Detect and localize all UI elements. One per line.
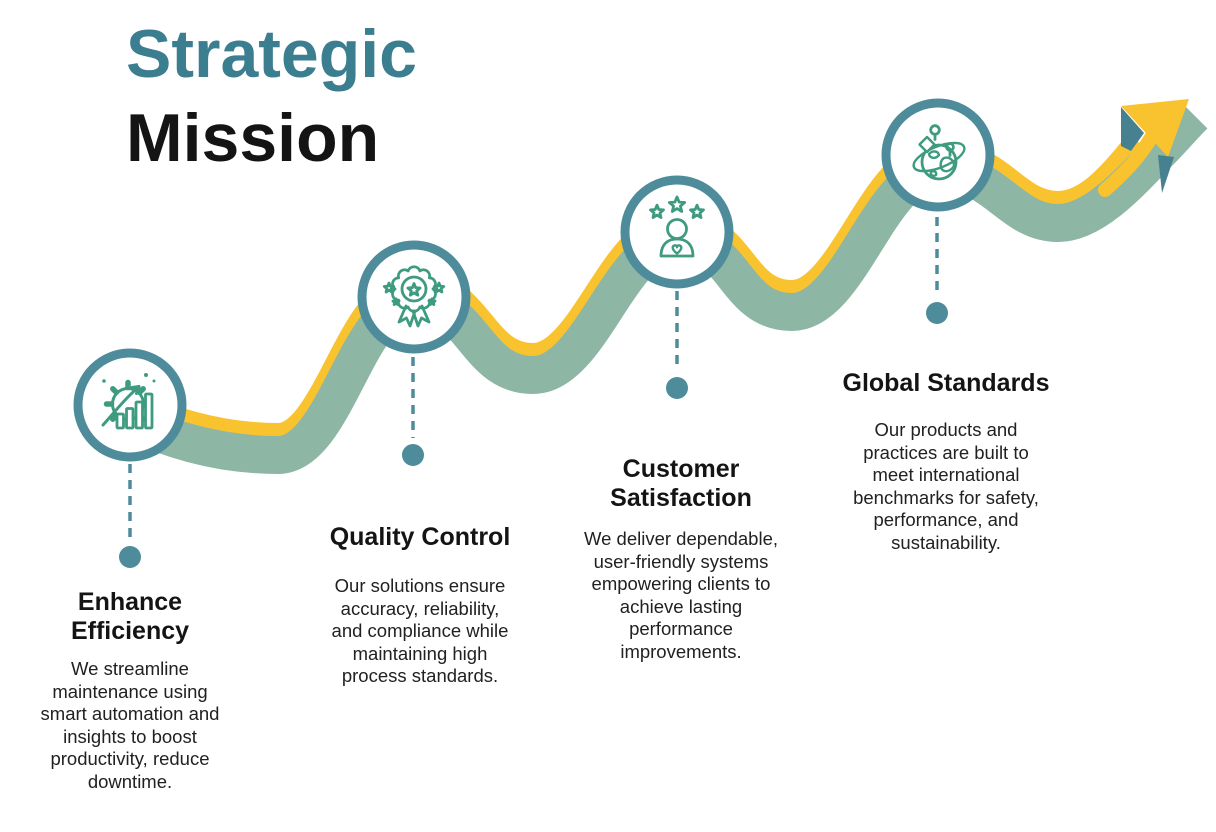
milestone-description: Our solutions ensure accuracy, reliabili… [331, 575, 509, 686]
gear-growth-icon [101, 373, 156, 430]
arrow-side-face-left [1121, 107, 1144, 151]
global-network-icon [912, 124, 966, 181]
milestone-nodes [73, 98, 995, 462]
droplines [128, 217, 939, 540]
milestone-node-1 [73, 348, 187, 462]
page-title-line2: Mission [126, 100, 380, 176]
milestone-global-standards: Global Standards Our products and practi… [816, 369, 1076, 554]
arrow-shaft-yellow [1098, 124, 1162, 197]
milestone-description: We deliver dependable, user-friendly sys… [583, 528, 779, 662]
dropline-dot-4 [926, 302, 948, 324]
page-title: Strategic Mission [126, 12, 417, 180]
milestone-title: Enhance Efficiency [70, 588, 190, 645]
milestone-description: Our products and practices are built to … [853, 419, 1039, 553]
award-medal-icon [382, 265, 446, 328]
arrow-head [1098, 99, 1189, 197]
customer-stars-icon [649, 195, 705, 258]
dropline-dot-1 [119, 546, 141, 568]
milestone-enhance-efficiency: Enhance Efficiency We streamline mainten… [0, 588, 260, 793]
page-title-line1: Strategic [126, 16, 417, 92]
dropline-dot-3 [666, 377, 688, 399]
milestone-customer-satisfaction: Customer Satisfaction We deliver dependa… [551, 455, 811, 663]
milestone-node-3 [620, 175, 734, 289]
milestone-title: Customer Satisfaction [610, 455, 752, 512]
milestone-title: Global Standards [842, 369, 1050, 397]
milestone-title: Quality Control [329, 523, 511, 551]
milestone-node-2 [357, 240, 471, 354]
dropline-dots [119, 302, 948, 568]
milestone-description: We streamline maintenance using smart au… [40, 658, 220, 792]
arrow-side-face-under [1158, 155, 1174, 193]
milestone-quality-control: Quality Control Our solutions ensure acc… [290, 523, 550, 688]
dropline-dot-2 [402, 444, 424, 466]
